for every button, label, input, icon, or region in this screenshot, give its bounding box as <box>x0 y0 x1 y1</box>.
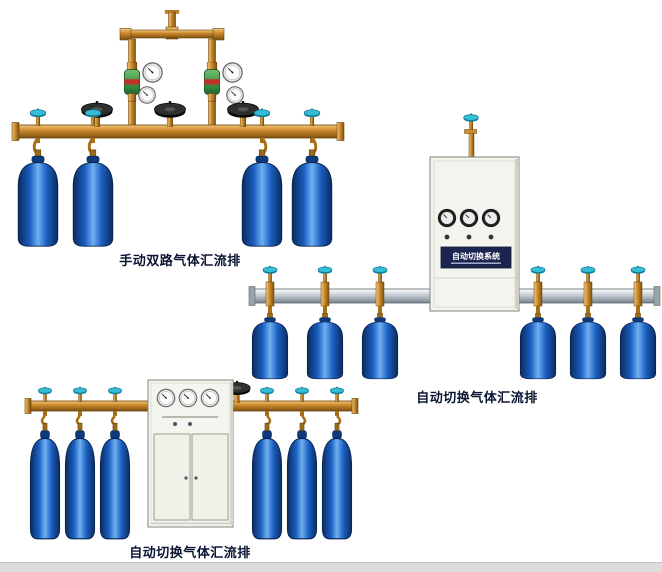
cylinder-valve-icon <box>37 386 53 402</box>
cylinder-valve-icon <box>72 386 88 402</box>
gas-cylinder <box>251 312 289 380</box>
door-handle <box>194 476 198 480</box>
cylinder-valve-icon <box>630 265 646 282</box>
pressure-gauge-icon <box>459 208 479 228</box>
shutoff-valve-wheel <box>154 100 186 127</box>
cabinet-text-line <box>162 416 218 418</box>
pressure-regulator-left <box>123 62 163 104</box>
gas-cylinder <box>29 422 61 540</box>
cylinder-valve-icon <box>463 113 479 130</box>
indicator-light <box>188 422 192 426</box>
cabinet-door-right <box>191 433 229 521</box>
gas-cylinder <box>361 312 399 380</box>
bottom-divider <box>0 562 662 572</box>
cabinet-inlet-pipe <box>464 129 477 159</box>
connection-fittings <box>265 281 643 314</box>
pressure-gauge-icon <box>222 62 243 83</box>
gas-cylinder <box>99 422 131 540</box>
cabinet-door-left <box>153 433 191 521</box>
control-cabinet <box>147 379 234 528</box>
cylinder-valve-icon <box>530 265 546 282</box>
illustration-auto-switch-manifold: 自动切换系统 <box>248 113 661 380</box>
door-handle <box>184 476 188 480</box>
illustration-manual-dual-manifold <box>11 10 345 247</box>
gas-cylinder <box>306 312 344 380</box>
cylinder-valve-icon <box>294 386 310 402</box>
cylinder-valve-icon <box>317 265 333 282</box>
cabinet-name-plate: 自动切换系统 <box>440 246 512 269</box>
manifold-pipe <box>11 122 345 141</box>
gas-cylinder <box>321 422 353 540</box>
control-cabinet: 自动切换系统 <box>429 156 520 312</box>
gas-cylinder <box>64 422 96 540</box>
gas-cylinder <box>251 422 283 540</box>
gas-cylinder <box>619 312 657 380</box>
pressure-gauge-icon <box>178 388 198 408</box>
pressure-gauge-icon <box>437 208 457 228</box>
illustration-auto-switch-manifold-2 <box>24 379 359 540</box>
cylinder-valve-icon <box>262 265 278 282</box>
cabinet-panel-text: 自动切换系统 <box>452 251 500 261</box>
pressure-gauge-icon <box>156 388 176 408</box>
gas-cylinder <box>17 149 59 247</box>
product-label-auto-switch-right: 自动切换气体汇流排 <box>416 390 538 405</box>
pressure-gauge-icon <box>138 86 156 104</box>
gas-cylinder <box>72 149 114 247</box>
cylinder-valve-icon <box>329 386 345 402</box>
cylinder-valve-icon <box>29 108 47 126</box>
indicator-light <box>173 422 177 426</box>
pressure-gauge-icon <box>142 62 163 83</box>
cylinder-valve-icon <box>580 265 596 282</box>
product-label-auto-switch-bottom: 自动切换气体汇流排 <box>129 545 251 560</box>
gas-cylinder <box>286 422 318 540</box>
cylinder-valve-icon <box>259 386 275 402</box>
indicator-light <box>466 234 472 240</box>
indicator-light <box>488 234 494 240</box>
indicator-light <box>444 234 450 240</box>
pressure-gauge-icon <box>226 86 244 104</box>
pressure-regulator-right <box>203 62 244 104</box>
gas-cylinder <box>519 312 557 380</box>
product-label-manual-dual: 手动双路气体汇流排 <box>119 253 241 268</box>
cylinder-valve-icon <box>107 386 123 402</box>
cylinder-valve-icon <box>372 265 388 282</box>
pressure-gauge-icon <box>200 388 220 408</box>
gas-cylinder <box>569 312 607 380</box>
pressure-gauge-icon <box>481 208 501 228</box>
